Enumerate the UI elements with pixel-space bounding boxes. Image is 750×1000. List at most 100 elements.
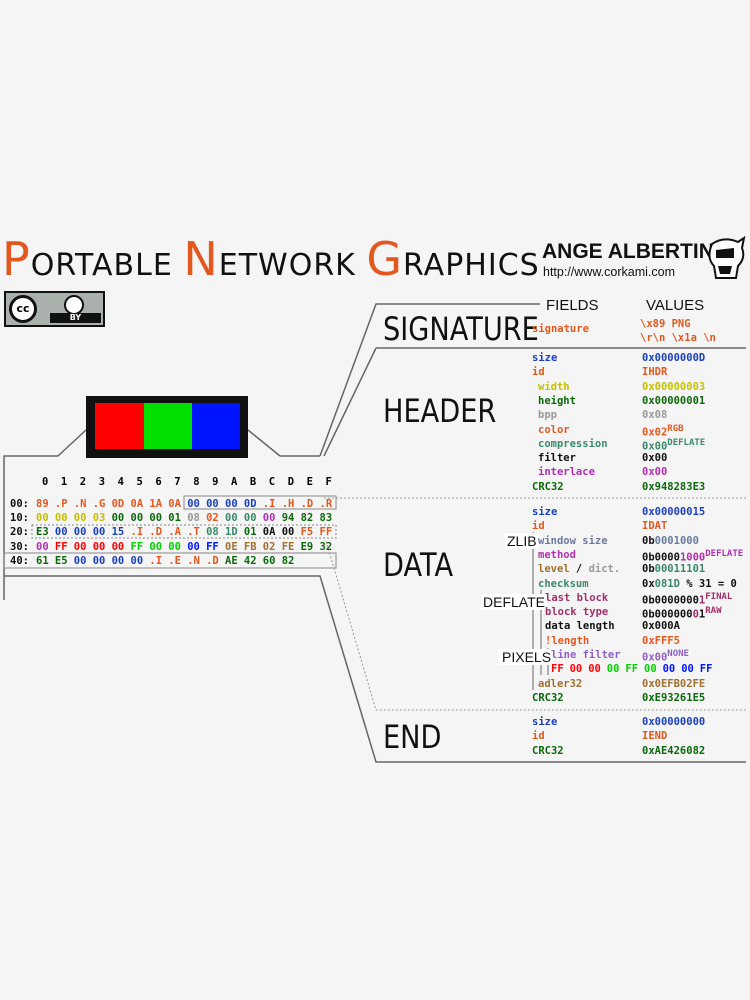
- pixel-byte: 00: [569, 663, 583, 676]
- hex-byte: 00: [130, 554, 144, 567]
- hex-byte: AE: [225, 554, 238, 567]
- cc-by-badge[interactable]: cc BY: [4, 291, 105, 327]
- header-field: height: [538, 394, 576, 407]
- data-value: 0x00NONE: [642, 649, 689, 664]
- hex-col-header: 9: [212, 476, 219, 488]
- hex-byte: .N: [73, 498, 87, 510]
- hex-byte: 32: [319, 540, 333, 553]
- value-annotation: NONE: [667, 649, 689, 659]
- rgb-image: [86, 396, 248, 458]
- section-signature: SIGNATURE: [383, 310, 539, 348]
- title-g-rest: RAPHICS: [403, 248, 540, 283]
- author-url[interactable]: http://www.corkami.com: [543, 265, 675, 279]
- value-annotation: RGB: [667, 423, 684, 434]
- hex-byte: .N: [187, 554, 200, 567]
- hex-byte: F5: [300, 526, 314, 539]
- value-annotation: DEFLATE: [667, 437, 706, 448]
- data-value: 0xFFF5: [642, 634, 680, 647]
- pixel-byte: 00: [662, 663, 676, 676]
- header-field: filter: [538, 452, 576, 465]
- value-annotation: RAW: [705, 606, 722, 617]
- hex-byte: 61: [36, 554, 49, 567]
- value-part: 000: [679, 534, 699, 547]
- section-data: DATA: [383, 546, 454, 584]
- hex-byte: E3: [36, 526, 49, 539]
- value-part: 1: [698, 608, 706, 621]
- header-field: width: [538, 380, 570, 393]
- data-value: 0b00000001RAW: [642, 606, 722, 621]
- pixel-byte: FF: [551, 663, 564, 676]
- hex-byte: 0A: [130, 498, 144, 510]
- data-field: CRC32: [532, 691, 564, 704]
- header-field: size: [532, 352, 558, 364]
- hex-byte: 1A: [149, 498, 163, 510]
- hex-byte: E9: [300, 540, 314, 553]
- hex-byte: 00: [92, 554, 106, 567]
- value-part: 0: [692, 608, 699, 621]
- hex-byte: .R: [319, 498, 333, 510]
- end-field: CRC32: [532, 744, 564, 757]
- value-part: 0b000000: [642, 608, 693, 621]
- hex-byte: 0A: [168, 498, 181, 510]
- hex-byte: 94: [281, 512, 295, 525]
- hex-byte: 02: [206, 512, 219, 525]
- values-header: VALUES: [646, 297, 705, 314]
- hex-byte: .E: [168, 554, 181, 567]
- hex-byte: .I: [149, 554, 163, 567]
- value-part: 1: [698, 594, 706, 607]
- hex-byte: 1D: [225, 526, 238, 539]
- hex-address: 10:: [10, 512, 29, 525]
- hex-byte: 0A: [262, 526, 276, 539]
- page-title: PORTABLE NETWORK GRAPHICS: [2, 232, 540, 286]
- zlib-label: ZLIB: [505, 533, 539, 549]
- hex-col-header: 2: [79, 476, 87, 488]
- hex-byte: 00: [111, 540, 125, 553]
- header-value: IHDR: [642, 366, 668, 379]
- header-field: interlace: [538, 466, 595, 479]
- data-field: checksum: [538, 577, 589, 590]
- value-part: 0b: [642, 534, 655, 547]
- value-part: 0b0000000: [642, 594, 699, 607]
- header-value: 0x02RGB: [642, 423, 684, 439]
- data-field: method: [538, 548, 576, 561]
- hex-byte: E5: [54, 554, 68, 567]
- field-part: level: [538, 563, 570, 576]
- hex-byte: FF: [130, 540, 144, 553]
- pixel-red: [95, 403, 144, 449]
- data-value: 0b00011101: [642, 563, 705, 575]
- pixel-byte: 00: [606, 663, 620, 676]
- hex-col-header: D: [287, 476, 295, 488]
- hex-byte: 0D: [111, 498, 125, 510]
- data-value: 0x00000015: [642, 506, 706, 518]
- value-part: 0001: [654, 534, 680, 547]
- hex-byte: .A: [168, 526, 181, 539]
- hex-byte: 00: [73, 540, 87, 553]
- hex-byte: 00: [92, 540, 106, 553]
- value-part: 1000: [679, 551, 706, 564]
- data-value: 0x081D % 31 = 0: [642, 578, 737, 590]
- header-value: 0x00DEFLATE: [642, 437, 706, 453]
- title-p-rest: ORTABLE: [30, 248, 184, 283]
- title-n-rest: ETWORK: [218, 248, 367, 283]
- header-value: 0x08: [642, 409, 668, 422]
- hex-byte: 00: [54, 526, 68, 539]
- data-value: 0xE93261E5: [642, 691, 706, 704]
- hex-byte: 00: [36, 512, 49, 525]
- value-annotation: FINAL: [705, 591, 733, 602]
- header-field: bpp: [538, 409, 557, 422]
- hex-address: 40:: [10, 554, 29, 567]
- hex-byte: .T: [187, 526, 200, 539]
- hex-byte: 00: [36, 540, 49, 553]
- data-field: level / dict.: [538, 563, 620, 575]
- value-part: 0b: [642, 563, 655, 576]
- hex-byte: .I: [262, 498, 276, 510]
- hex-byte: 00: [149, 540, 163, 553]
- header-field: compression: [538, 437, 608, 450]
- field-part: dict.: [588, 563, 621, 576]
- hex-byte: .D: [149, 526, 163, 539]
- data-field: adler32: [538, 677, 583, 690]
- pixel-green: [144, 403, 192, 449]
- hex-byte: 00: [262, 512, 276, 525]
- data-field: size: [532, 506, 558, 518]
